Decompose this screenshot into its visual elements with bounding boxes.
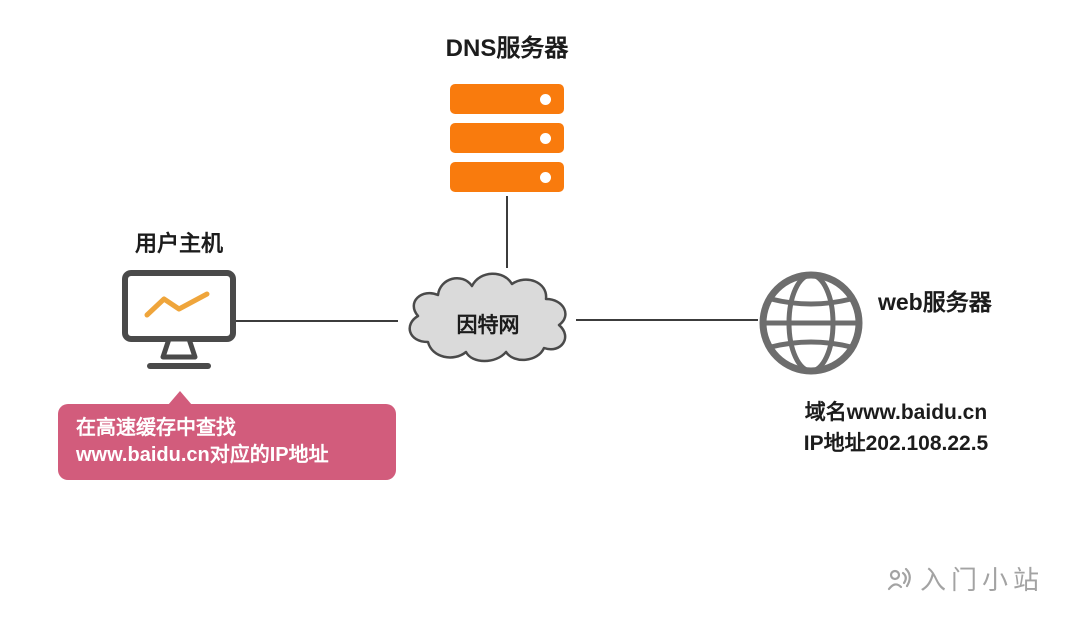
server-bar [450, 123, 564, 153]
watermark-logo-icon [887, 567, 911, 590]
callout-pointer [168, 391, 192, 405]
server-bar [450, 162, 564, 192]
web-server-domain: 域名www.baidu.cn [804, 401, 988, 424]
server-led-dot [540, 172, 551, 183]
connector-dns-internet [506, 196, 508, 268]
globe-icon [759, 271, 863, 375]
internet-label: 因特网 [456, 314, 520, 337]
watermark: 入门小站 [884, 560, 1044, 597]
connector-internet-webserver [576, 319, 758, 321]
server-bar [450, 84, 564, 114]
callout-line-2: www.baidu.cn对应的IP地址 [76, 444, 329, 466]
server-stack-icon [450, 84, 564, 201]
dns-server-label: DNS服务器 [445, 35, 569, 62]
connector-host-internet [236, 320, 398, 322]
server-led-dot [540, 133, 551, 144]
cloud-icon [408, 272, 567, 363]
monitor-icon [122, 270, 236, 369]
web-server-ip: IP地址202.108.22.5 [803, 432, 989, 455]
watermark-text: 入门小站 [920, 565, 1045, 595]
callout-line-1: 在高速缓存中查找 [76, 417, 236, 439]
user-host-label: 用户主机 [134, 231, 223, 256]
cache-lookup-callout: 在高速缓存中查找 www.baidu.cn对应的IP地址 [58, 404, 396, 480]
web-server-label: web服务器 [878, 289, 992, 315]
server-led-dot [540, 94, 551, 105]
